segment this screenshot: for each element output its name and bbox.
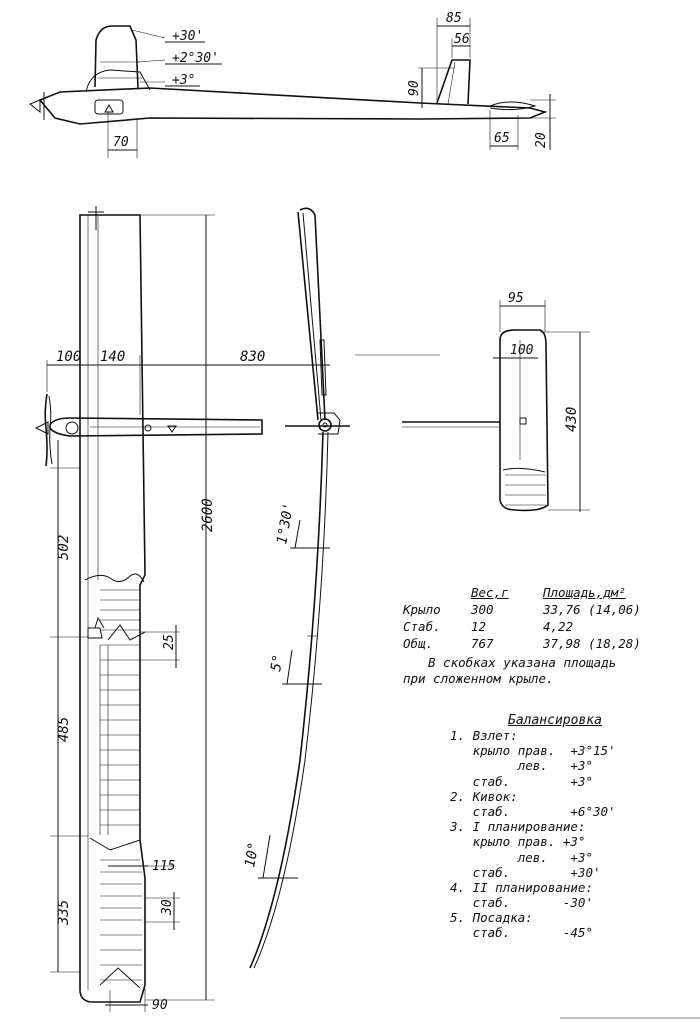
balance-title: Балансировка [508, 713, 602, 728]
row-area: 37,98 (18,28) [543, 636, 641, 651]
row-weight: 300 [471, 602, 494, 617]
dim-span-2600: 2600 [200, 498, 216, 532]
dim-tip-90: 90 [152, 998, 168, 1013]
side-view: +30' +2°30' +3° 85 56 90 70 65 20 [29, 11, 556, 158]
dim-fin-56: 56 [454, 32, 470, 47]
row-label: Общ. [403, 636, 434, 651]
dim-fuselage-830: 830 [240, 349, 265, 365]
dim-485: 485 [56, 717, 72, 742]
dim-stab-100: 100 [510, 343, 534, 358]
front-view: 1°30' 5° 10° [242, 207, 350, 969]
header-weight: Вес,г [471, 585, 509, 600]
row-weight: 767 [471, 636, 494, 651]
table-row: Стаб. 12 4,22 [403, 618, 645, 635]
list-item: лев. +3° [450, 758, 593, 774]
list-item: стаб. +6°30' [450, 803, 616, 819]
wing-ribs-upper [84, 573, 145, 826]
area-note-line2: при сложенном крыле. [403, 671, 554, 686]
list-item: 5. Посадка: [450, 910, 533, 926]
list-item: 4. II планирование: [450, 879, 593, 895]
list-item: крыло прав. +3° [450, 834, 586, 850]
dim-502: 502 [56, 535, 72, 560]
list-item: крыло прав. +3°15' [450, 743, 616, 759]
table-header-row: Вес,г Площадь,дм² [403, 584, 645, 601]
dim-30: 30 [160, 899, 175, 916]
list-item: стаб. +30' [450, 864, 601, 880]
header-cell-empty [403, 584, 471, 601]
row-area: 4,22 [543, 619, 574, 634]
dim-tail-65: 65 [494, 131, 510, 146]
area-note-line1: В скобках указана площадь [428, 655, 617, 670]
row-area: 33,76 (14,06) [543, 602, 641, 617]
table-row: Общ. 767 37,98 (18,28) [403, 635, 645, 652]
stab-view: 95 100 430 [355, 291, 590, 512]
dim-fin-height-90: 90 [407, 80, 422, 96]
row-weight: 12 [471, 619, 487, 634]
list-item: стаб. -30' [450, 895, 593, 911]
side-angle-3deg: +3° [172, 73, 195, 88]
list-item: стаб. +3° [450, 773, 593, 789]
list-item: стаб. -45° [450, 925, 593, 941]
list-item: 1. Взлет: [450, 728, 518, 743]
wing-ribs-lower [89, 837, 142, 989]
dim-115: 115 [152, 859, 176, 874]
header-area: Площадь,дм² [543, 585, 626, 600]
dim-chord-140: 140 [100, 349, 125, 365]
dim-tail-20: 20 [534, 132, 549, 148]
front-angle-5deg: 5° [268, 653, 287, 672]
dim-pylon-70: 70 [113, 135, 129, 150]
front-angle-1deg30: 1°30' [274, 501, 297, 545]
dim-335: 335 [56, 900, 72, 926]
dim-25: 25 [162, 634, 177, 650]
list-item: лев. +3° [450, 849, 593, 865]
list-item: 2. Кивок: [450, 788, 518, 804]
dim-fin-85: 85 [446, 11, 462, 26]
plan-view: 100 140 830 2600 502 485 335 25 115 30 [34, 206, 330, 1013]
table-row: Крыло 300 33,76 (14,06) [403, 601, 645, 618]
dim-stab-430: 430 [564, 407, 580, 432]
dim-stab-95: 95 [508, 291, 524, 306]
row-label: Стаб. [403, 619, 441, 634]
side-angle-2deg30: +2°30' [172, 51, 219, 66]
balance-list: 1. Взлет: крыло прав. +3°15' лев. +3° ст… [450, 728, 616, 941]
row-label: Крыло [403, 602, 441, 617]
mass-area-table: Вес,г Площадь,дм² Крыло 300 33,76 (14,06… [403, 584, 645, 652]
side-angle-30min: +30' [172, 29, 203, 44]
front-angle-10deg: 10° [242, 841, 262, 869]
list-item: 3. I планирование: [450, 819, 586, 835]
dim-nose-100: 100 [56, 349, 81, 365]
